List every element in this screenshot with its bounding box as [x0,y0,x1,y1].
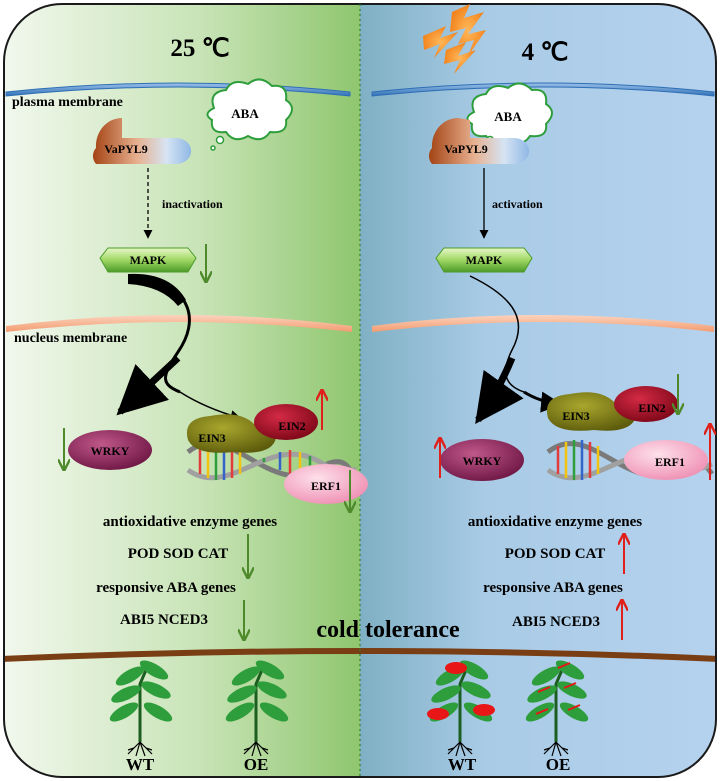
left-wrky-label: WRKY [91,444,130,458]
right-genes-abi5-nced3: ABI5 NCED3 [512,614,600,630]
left-wt-plant-icon [109,660,173,757]
left-aba-label: ABA [231,106,259,121]
right-mapk-label: MAPK [466,253,503,267]
left-vapyl9-label: VaPYL9 [104,142,148,156]
left-genes-pod-sod-cat: POD SOD CAT [128,546,229,562]
right-genes-pod-sod-cat: POD SOD CAT [505,546,606,562]
right-wrky: WRKY [440,439,524,481]
left-ein2-label: EIN2 [278,419,305,433]
right-nucleus-membrane [372,315,714,332]
left-mapk-box: MAPK [99,247,197,273]
right-erf1: ERF1 [624,440,708,480]
right-activation-label: activation [492,197,543,211]
nucleus-membrane-label: nucleus membrane [14,331,127,346]
plants-group [109,660,589,757]
left-genes-abi5-nced3: ABI5 NCED3 [120,612,208,628]
left-oe-label: OE [244,755,269,774]
left-ein2: EIN2 [254,404,318,440]
left-wrky: WRKY [68,430,152,470]
left-genes-antioxidative: antioxidative enzyme genes [103,514,277,530]
left-erf1: ERF1 [284,464,368,504]
left-arrow-to-wrky [116,355,181,416]
left-aba-cloud: ABA [206,78,293,151]
right-vapyl9-receptor: VaPYL9 [428,117,530,164]
right-wt-plant-icon [427,660,495,757]
right-wrky-label: WRKY [463,454,502,468]
right-ein2-label: EIN2 [638,401,665,415]
right-oe-label: OE [546,755,571,774]
left-ein3: EIN3 [186,414,276,453]
right-oe-plant-icon [525,660,589,757]
left-mapk-thick-curve [128,273,186,306]
right-genes-responsive-aba: responsive ABA genes [483,580,623,596]
left-inactivation-label: inactivation [162,197,223,211]
soil-line [4,648,716,662]
right-plasma-membrane [371,82,715,97]
left-erf1-label: ERF1 [311,479,341,493]
left-temperature-label: 25 ℃ [170,35,229,62]
right-ein3-label: EIN3 [562,409,589,423]
right-ein3: EIN3 [546,392,636,431]
right-ein2: EIN2 [614,386,678,422]
right-aba-label: ABA [494,109,522,124]
left-ein3-label: EIN3 [198,431,225,445]
left-vapyl9-receptor: VaPYL9 [92,117,192,164]
cold-tolerance-label: cold tolerance [316,617,460,643]
right-wt-label: WT [448,755,477,774]
right-vapyl9-label: VaPYL9 [444,142,488,156]
plasma-membrane-label: plasma membrane [12,95,123,110]
right-mapk-box: MAPK [435,247,533,273]
left-wt-label: WT [126,755,155,774]
left-oe-plant-icon [225,660,289,757]
lightning-icon [423,4,486,74]
left-panel-background [4,4,360,777]
right-arrow-to-wrky [475,356,524,424]
right-genes-antioxidative: antioxidative enzyme genes [468,514,642,530]
left-genes-responsive-aba: responsive ABA genes [96,580,236,596]
right-temperature-label: 4 ℃ [522,39,569,66]
left-mapk-label: MAPK [130,253,167,267]
right-erf1-label: ERF1 [655,455,685,469]
left-nucleus-membrane [6,315,352,332]
